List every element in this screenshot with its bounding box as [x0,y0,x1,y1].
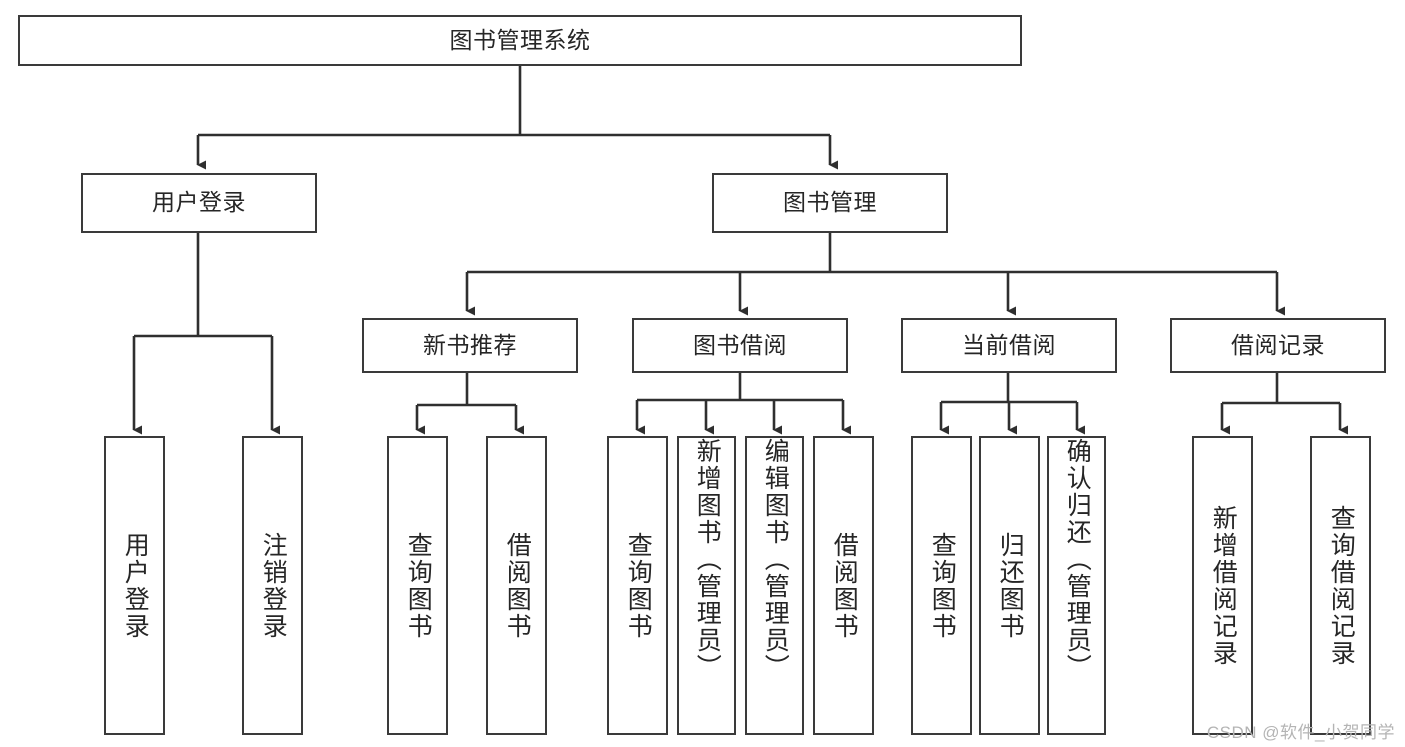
node-book-management-system[interactable]: 图书管理系统 [18,15,1022,66]
node-borrow-record[interactable]: 借阅记录 [1170,318,1386,373]
node-label: 新增图书（管理员） [693,438,722,681]
node-label: 图书管理 [783,189,877,216]
node-book-management[interactable]: 图书管理 [712,173,948,233]
node-label: 用户登录 [121,531,150,640]
node-leaf-logout[interactable]: 注销登录 [242,436,303,735]
node-label: 确认归还（管理员） [1063,438,1092,681]
node-leaf-confirm-return[interactable]: 确认归还（管理员） [1047,436,1106,735]
node-leaf-return-book[interactable]: 归还图书 [979,436,1040,735]
node-leaf-edit-book[interactable]: 编辑图书（管理员） [745,436,804,735]
node-leaf-add-borrow-record[interactable]: 新增借阅记录 [1192,436,1253,735]
node-label: 图书借阅 [693,331,787,358]
node-leaf-query-book-borrow[interactable]: 查询图书 [607,436,668,735]
node-leaf-borrow-book-recommend[interactable]: 借阅图书 [486,436,547,735]
node-label: 当前借阅 [962,331,1056,358]
node-label: 查询图书 [624,531,653,640]
node-label: 新增借阅记录 [1209,504,1238,667]
node-leaf-user-login[interactable]: 用户登录 [104,436,165,735]
node-user-login[interactable]: 用户登录 [81,173,317,233]
node-label: 查询图书 [404,531,433,640]
node-label: 新书推荐 [423,331,517,358]
node-leaf-borrow-book[interactable]: 借阅图书 [813,436,874,735]
node-label: 图书管理系统 [449,26,591,53]
node-leaf-query-book-recommend[interactable]: 查询图书 [387,436,448,735]
node-leaf-add-book[interactable]: 新增图书（管理员） [677,436,736,735]
node-leaf-query-borrow-record[interactable]: 查询借阅记录 [1310,436,1371,735]
node-new-book-recommend[interactable]: 新书推荐 [362,318,578,373]
node-label: 注销登录 [259,531,288,640]
node-book-borrow[interactable]: 图书借阅 [632,318,848,373]
node-label: 用户登录 [152,189,246,216]
node-label: 归还图书 [996,531,1025,640]
node-label: 借阅图书 [503,531,532,640]
node-leaf-query-book-current[interactable]: 查询图书 [911,436,972,735]
node-label: 查询借阅记录 [1327,504,1356,667]
node-current-borrow[interactable]: 当前借阅 [901,318,1117,373]
node-label: 借阅图书 [830,531,859,640]
node-label: 编辑图书（管理员） [761,438,790,681]
node-label: 查询图书 [928,531,957,640]
node-label: 借阅记录 [1231,331,1325,358]
